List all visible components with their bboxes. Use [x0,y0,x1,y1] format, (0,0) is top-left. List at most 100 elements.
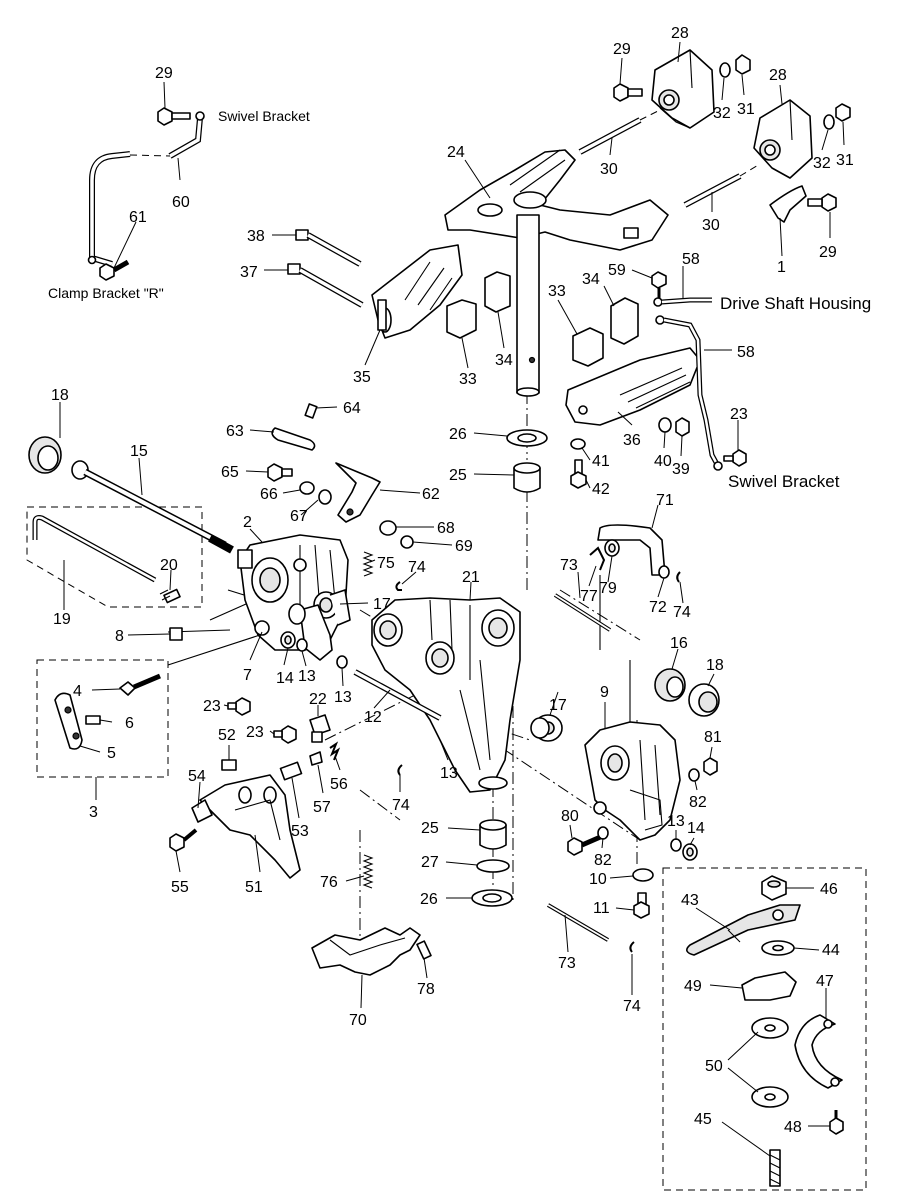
bolt-61 [99,259,130,281]
spring-76 [362,854,374,889]
label-51: 51 [245,879,263,896]
rod-73-upper [553,593,612,632]
label-29: 29 [819,244,837,261]
label-17: 17 [373,596,391,613]
clamp-bracket-9 [584,721,681,841]
label-9: 9 [600,684,609,701]
label-18: 18 [706,657,724,674]
bolt-48 [829,1110,844,1135]
label-4: 4 [73,683,82,700]
label-77: 77 [580,588,598,605]
bolt-29-top-left [157,107,191,126]
clip-74-c [397,764,403,776]
rod-73-lower [546,903,610,942]
label-69: 69 [455,538,473,555]
part-labels: 29 60 61 29 28 32 31 28 32 31 24 30 30 1… [51,25,854,1136]
label-29: 29 [155,65,173,82]
bolt-65 [267,463,293,482]
label-30: 30 [600,161,618,178]
pin-78 [416,940,432,960]
pin-6 [85,715,101,725]
label-54: 54 [188,768,206,785]
label-13: 13 [298,668,316,685]
washer-41 [570,438,586,450]
label-36: 36 [623,432,641,449]
label-66: 66 [260,486,278,503]
spring-75 [362,551,374,577]
bolt-23-b [273,725,297,744]
clip-57 [309,751,323,766]
mount-28-lower [753,99,813,179]
label-50: 50 [705,1058,723,1075]
clip-74-d [629,941,635,953]
label-62: 62 [422,486,440,503]
plate-8 [169,627,183,641]
label-39: 39 [672,461,690,478]
label-55: 55 [171,879,189,896]
label-22: 22 [309,691,327,708]
washer-10 [632,868,654,882]
label-29: 29 [613,41,631,58]
lever-62 [335,462,381,523]
steering-shaft [516,214,540,397]
label-82: 82 [689,794,707,811]
ring-27 [476,859,510,873]
pin-22 [309,714,331,743]
label-23: 23 [203,698,221,715]
label-34: 34 [582,271,600,288]
spring-56 [329,741,341,761]
washer-13-c [670,838,682,852]
damper-33-left [446,299,477,339]
label-58: 58 [737,344,755,361]
rod-19 [32,515,157,583]
nut-31-upper [735,54,751,75]
label-53: 53 [291,823,309,840]
label-21: 21 [462,569,480,586]
screw-4 [119,673,161,696]
label-37: 37 [240,264,258,281]
nut-31-lower [835,103,851,122]
label-27: 27 [421,854,439,871]
label-32: 32 [713,105,731,122]
label-40: 40 [654,453,672,470]
bolt-37 [287,263,364,308]
label-81: 81 [704,729,722,746]
label-49: 49 [684,978,702,995]
label-14: 14 [276,670,294,687]
clip-77 [589,546,606,571]
label-41: 41 [592,453,610,470]
washer-32-upper [719,62,731,78]
label-8: 8 [115,628,124,645]
label-10: 10 [589,871,607,888]
label-13: 13 [667,813,685,830]
label-13: 13 [334,689,352,706]
label-76: 76 [320,874,338,891]
spring-45 [769,1149,781,1187]
label-74: 74 [408,559,426,576]
label-71: 71 [656,492,674,509]
label-1: 1 [777,259,786,276]
label-25: 25 [421,820,439,837]
label-60: 60 [172,194,190,211]
stud-30-lower [683,163,761,208]
washer-13-a [296,638,308,652]
label-74: 74 [673,604,691,621]
label-2: 2 [243,514,252,531]
label-56: 56 [330,776,348,793]
label-47: 47 [816,973,834,990]
label-65: 65 [221,464,239,481]
label-5: 5 [107,745,116,762]
screw-64 [304,403,318,419]
label-58: 58 [682,251,700,268]
label-34: 34 [495,352,513,369]
label-57: 57 [313,799,331,816]
bushing-25-upper [513,462,541,493]
collar-67 [318,489,332,505]
group-boxes [26,506,867,1191]
label-61: 61 [129,209,147,226]
bolt-29-upper [613,83,643,102]
pivot-17-right [530,714,563,742]
label-19: 19 [53,611,71,628]
mount-28-upper [651,49,715,129]
cap-18-left [28,436,62,474]
